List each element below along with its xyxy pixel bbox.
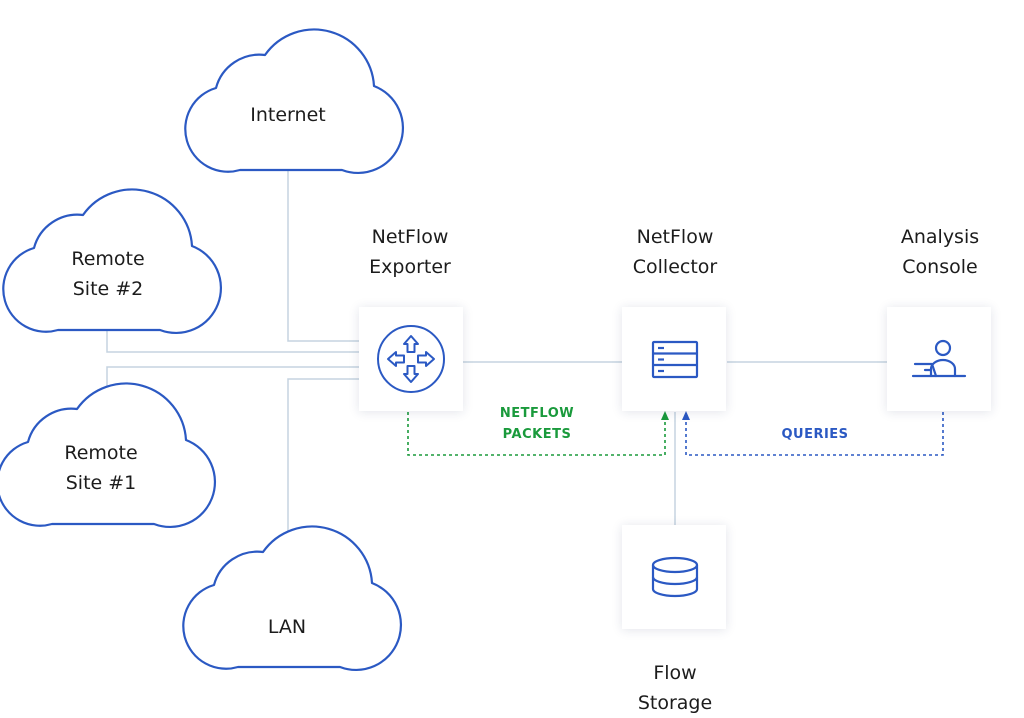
connector-lan-exporter <box>287 378 360 555</box>
netflow-collector-node[interactable] <box>622 307 726 411</box>
cloud-internet <box>184 28 405 175</box>
cloud-remote-1 <box>0 382 217 529</box>
flow-label-queries: QUERIES <box>781 427 849 442</box>
analysis-console-node[interactable] <box>887 307 991 411</box>
queries-arrowhead <box>682 411 690 420</box>
connector-internet-exporter <box>287 170 360 342</box>
cloud-remote-2 <box>2 188 223 335</box>
cloud-label-internet: Internet <box>250 104 326 126</box>
node-label-exporter: NetFlow Exporter <box>369 226 451 278</box>
router-icon <box>377 325 445 393</box>
node-label-console: Analysis Console <box>900 226 980 278</box>
flow-label-netflow-packets: NETFLOW PACKETS <box>499 406 575 442</box>
connector-remote2-exporter <box>106 330 360 353</box>
connector-remote1-exporter <box>106 366 360 392</box>
netflow-packets-arrowhead <box>661 411 669 420</box>
cloud-lan <box>182 525 403 672</box>
queries-flow <box>682 411 944 456</box>
server-icon <box>651 340 699 379</box>
cloud-label-lan: LAN <box>267 616 307 638</box>
database-icon <box>651 556 699 598</box>
netflow-exporter-node[interactable] <box>359 307 463 411</box>
flow-storage-node[interactable] <box>622 525 726 629</box>
netflow-packets-flow <box>407 411 669 456</box>
cloud-label-remote-2: Remote Site #2 <box>71 248 145 300</box>
cloud-label-remote-1: Remote Site #1 <box>64 442 138 494</box>
user-laptop-icon <box>911 339 967 378</box>
node-label-collector: NetFlow Collector <box>632 226 718 278</box>
node-label-storage: Flow Storage <box>637 662 713 714</box>
